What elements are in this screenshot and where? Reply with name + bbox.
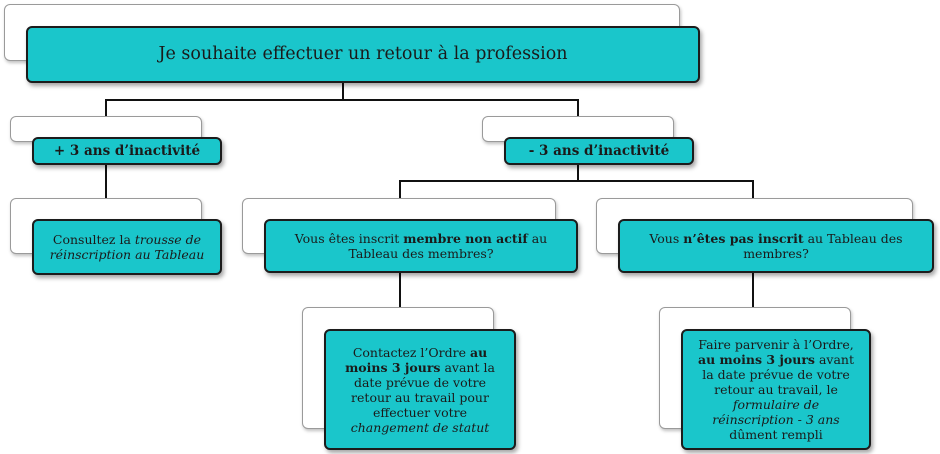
inactive-member-node: Vous êtes inscrit membre non actif au Ta… — [264, 219, 578, 273]
root-node-label: Je souhaite effectuer un retour à la pro… — [158, 44, 568, 64]
not-registered-question: Vous n’êtes pas inscrit au Tableau des m… — [649, 231, 903, 261]
connector-to-not-registered — [752, 180, 754, 200]
root-node: Je souhaite effectuer un retour à la pro… — [26, 26, 700, 83]
not-registered-node: Vous n’êtes pas inscrit au Tableau des m… — [618, 219, 934, 273]
reinscription-kit-text: Consultez la trousse de réinscription au… — [49, 232, 205, 262]
less-than-3-years-node: - 3 ans d’inactivité — [504, 137, 694, 165]
send-form-text: Faire parvenir à l’Ordre, au moins 3 jou… — [698, 337, 854, 442]
connector-less-down — [577, 164, 579, 181]
connector-level2-horizontal — [399, 180, 754, 182]
connector-inactive-to-action — [399, 272, 401, 309]
more-than-3-years-label: + 3 ans d’inactivité — [53, 142, 201, 159]
send-form-node: Faire parvenir à l’Ordre, au moins 3 jou… — [681, 329, 871, 450]
contact-order-node: Contactez l’Ordre au moins 3 jours avant… — [324, 329, 516, 450]
contact-order-text: Contactez l’Ordre au moins 3 jours avant… — [345, 344, 495, 435]
connector-not-registered-to-action — [752, 272, 754, 309]
inactive-member-question: Vous êtes inscrit membre non actif au Ta… — [294, 231, 548, 261]
connector-to-inactive — [399, 180, 401, 200]
connector-root-down — [342, 81, 344, 100]
less-than-3-years-label: - 3 ans d’inactivité — [528, 142, 670, 159]
connector-level1-horizontal — [105, 99, 579, 101]
more-than-3-years-node: + 3 ans d’inactivité — [32, 137, 222, 165]
connector-more-to-action — [105, 164, 107, 200]
reinscription-kit-node: Consultez la trousse de réinscription au… — [32, 219, 222, 275]
